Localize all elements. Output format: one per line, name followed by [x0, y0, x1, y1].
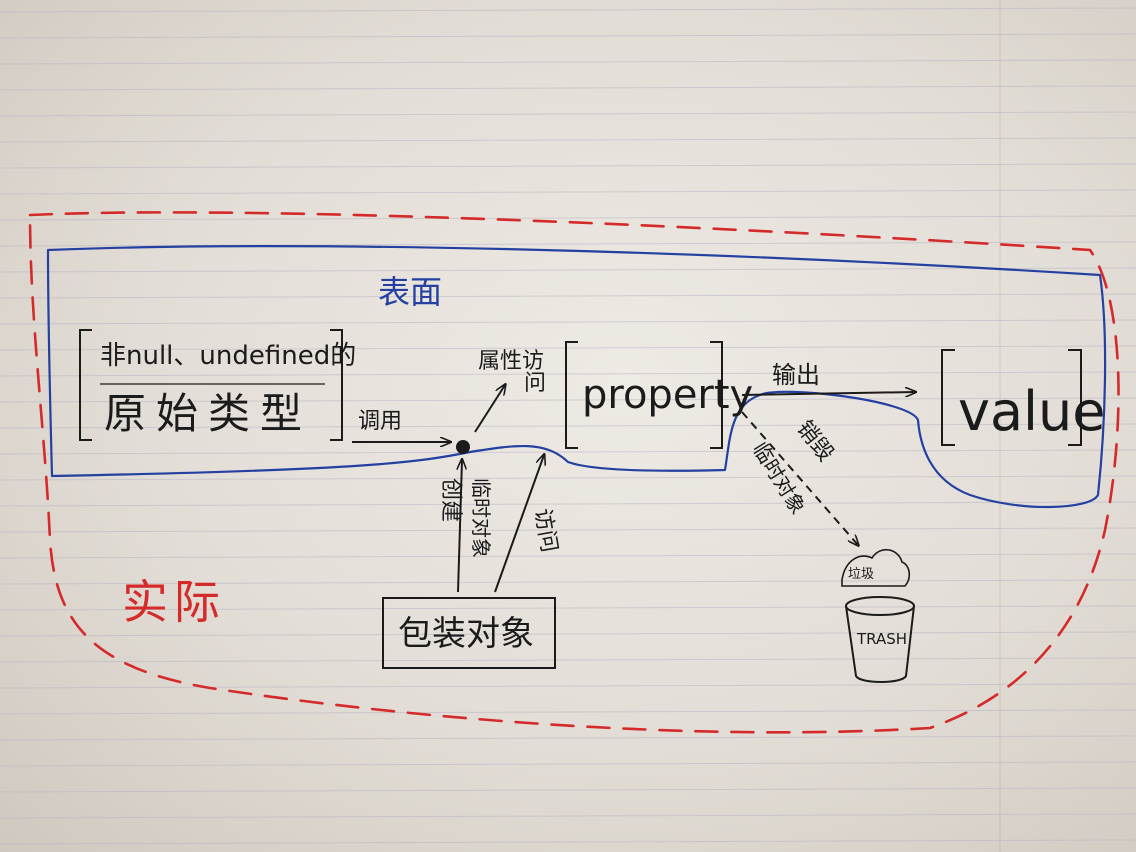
ruled-line: [0, 761, 1136, 767]
destroy-arrow: [741, 411, 858, 545]
ruled-line: [0, 163, 1136, 169]
wrapper-object-box: [382, 597, 556, 669]
surface-region-outline: [46, 245, 1107, 509]
property-right-bracket: [710, 341, 723, 449]
actual-region-outline: [28, 211, 1120, 734]
property-access-label-line1: 属性访: [478, 349, 544, 374]
ruled-line: [0, 137, 1136, 143]
ruled-line: [0, 839, 1136, 845]
ruled-lines: [0, 7, 1136, 845]
ruled-line: [0, 683, 1136, 689]
ruled-line: [0, 527, 1136, 533]
ruled-line: [0, 111, 1136, 117]
garbage-pile: [841, 549, 911, 587]
ruled-line: [0, 735, 1136, 741]
access-arrow: [494, 455, 544, 593]
ruled-line: [0, 215, 1136, 221]
temp-object-left-label: 临时对象: [469, 478, 493, 558]
property-access-label-line2: 问: [524, 371, 546, 396]
ruled-line: [0, 345, 1136, 351]
value-label: value: [958, 380, 1106, 443]
primitive-qualifier-label: 非null、undefined的: [100, 341, 356, 371]
ruled-line: [0, 631, 1136, 637]
ruled-line: [0, 189, 1136, 195]
ruled-line: [0, 787, 1136, 793]
ruled-line: [0, 657, 1136, 663]
trash-can-body: [845, 605, 915, 683]
value-left-bracket: [941, 349, 955, 446]
right-bracket: [330, 329, 343, 441]
ruled-line: [0, 553, 1136, 559]
ruled-line: [0, 475, 1136, 481]
actual-label: 实际: [122, 575, 226, 629]
property-access-arrow: [474, 385, 505, 433]
ruled-line: [0, 709, 1136, 715]
ruled-line: [0, 319, 1136, 325]
access-label: 访问: [529, 507, 561, 555]
create-label: 创建: [438, 478, 463, 522]
ruled-line: [0, 293, 1136, 299]
ruled-line: [0, 579, 1136, 585]
create-arrow: [458, 460, 462, 593]
property-label: property: [582, 372, 753, 418]
value-right-bracket: [1068, 349, 1082, 446]
ruled-line: [0, 605, 1136, 611]
destroy-label: 销毁: [791, 416, 838, 466]
ruled-line: [0, 449, 1136, 455]
ruled-line: [0, 813, 1136, 819]
trash-label: TRASH: [856, 630, 907, 648]
ruled-line: [0, 33, 1136, 39]
ruled-line: [0, 241, 1136, 247]
call-label: 调用: [358, 409, 402, 434]
output-arrow: [741, 392, 915, 395]
wrapper-object-label: 包装对象: [398, 614, 534, 654]
trash-can: [845, 596, 915, 683]
ruled-line: [0, 59, 1136, 65]
ruled-line: [0, 267, 1136, 273]
value-box: [941, 349, 1082, 446]
junction-dot: [456, 440, 470, 454]
temp-object-right-label: 临时对象: [748, 438, 811, 519]
ruled-line: [0, 501, 1136, 507]
ruled-line: [0, 7, 1136, 13]
property-box: [565, 341, 723, 449]
ruled-line: [0, 397, 1136, 403]
output-label: 输出: [772, 361, 820, 389]
ruled-line: [0, 423, 1136, 429]
property-left-bracket: [565, 341, 578, 449]
primitive-type-label: 原始类型: [104, 389, 312, 438]
left-bracket: [79, 329, 92, 441]
primitive-type-box: [79, 329, 343, 441]
surface-label: 表面: [378, 273, 442, 311]
garbage-label: 垃圾: [848, 567, 874, 582]
trash-can-rim: [845, 596, 915, 616]
ruled-line: [0, 85, 1136, 91]
ruled-line: [0, 371, 1136, 377]
